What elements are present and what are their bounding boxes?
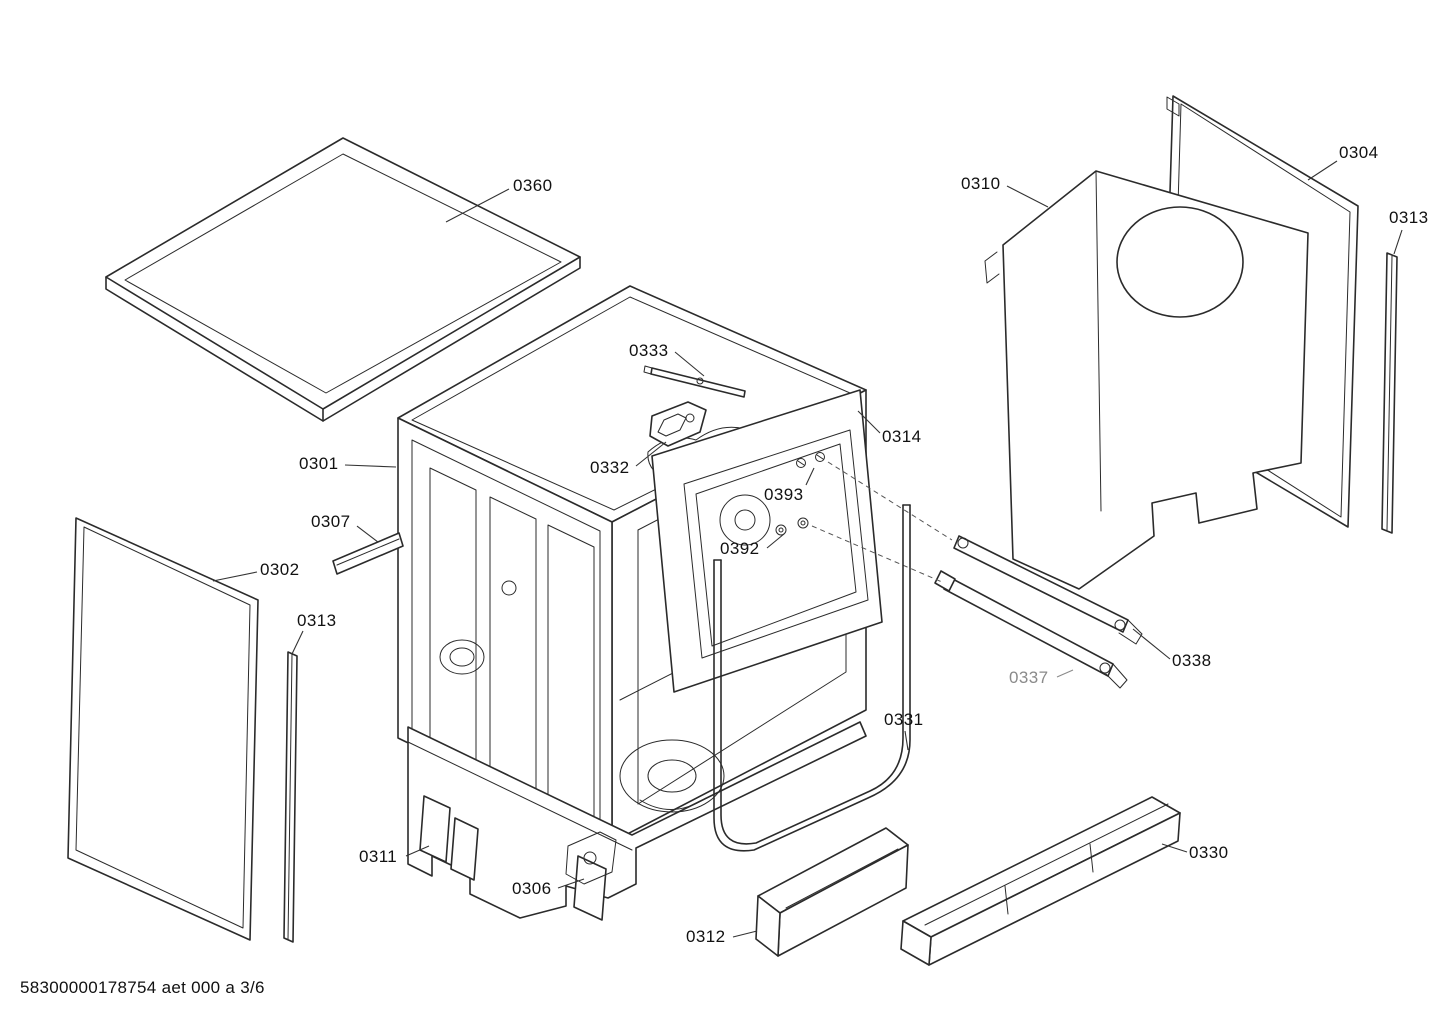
leader-0392 bbox=[766, 533, 785, 549]
part-screws-0393 bbox=[796, 452, 825, 468]
leader-0311 bbox=[405, 845, 430, 857]
leader-0307 bbox=[356, 525, 379, 543]
door-dial-circle bbox=[439, 639, 485, 675]
leader-0314 bbox=[857, 410, 881, 434]
part-label-0393: 0393 bbox=[764, 485, 804, 504]
part-label-0304: 0304 bbox=[1339, 143, 1379, 162]
leader-0330 bbox=[1161, 843, 1188, 853]
sump-circle bbox=[619, 739, 725, 813]
part-insulation-strip-0330 bbox=[900, 796, 1181, 966]
part-insulation-pad-0312 bbox=[755, 827, 909, 957]
door-screw-circle bbox=[501, 580, 517, 596]
leader-0331 bbox=[904, 730, 909, 751]
leader-0332 bbox=[635, 441, 667, 467]
leader-0310 bbox=[1006, 185, 1049, 208]
part-label-0337: 0337 bbox=[1009, 668, 1049, 687]
part-top-cover-0360 bbox=[105, 137, 581, 422]
part-label-0302: 0302 bbox=[260, 560, 300, 579]
part-label-0306: 0306 bbox=[512, 879, 552, 898]
part-label-0312: 0312 bbox=[686, 927, 726, 946]
leader-0304 bbox=[1307, 160, 1338, 181]
part-inner-door-0314 bbox=[651, 389, 883, 693]
part-side-panel-0302 bbox=[67, 517, 259, 941]
part-label-0301: 0301 bbox=[299, 454, 339, 473]
part-seal-strip-left-0313 bbox=[283, 651, 298, 943]
part-rod-0333 bbox=[643, 365, 746, 398]
leader-0338 bbox=[1132, 628, 1171, 660]
softener-lid-circle bbox=[719, 494, 771, 546]
part-label-0333: 0333 bbox=[629, 341, 669, 360]
part-label-0331: 0331 bbox=[884, 710, 924, 729]
leader-0337 bbox=[1056, 669, 1074, 678]
part-seal-strip-right-0313 bbox=[1381, 252, 1398, 534]
leader-0393 bbox=[805, 467, 815, 486]
part-label-0310: 0310 bbox=[961, 174, 1001, 193]
part-rail-strip-0307 bbox=[332, 532, 404, 575]
leader-0306 bbox=[557, 878, 585, 889]
part-base-0311-0306 bbox=[407, 721, 867, 921]
part-screws-0392 bbox=[775, 517, 809, 536]
part-label-0392: 0392 bbox=[720, 539, 760, 558]
leader-0302 bbox=[212, 571, 258, 582]
leader-0360 bbox=[445, 188, 510, 223]
part-label-0313-left: 0313 bbox=[297, 611, 337, 630]
part-rail-0338 bbox=[953, 535, 1143, 645]
leader-lines bbox=[212, 160, 1403, 938]
part-water-loop-0331 bbox=[713, 504, 911, 852]
assembly-dashed-lines bbox=[811, 461, 953, 583]
leader-0312 bbox=[732, 930, 758, 938]
footer-document-code: 58300000178754 aet 000 a 3/6 bbox=[20, 978, 265, 997]
part-label-0360: 0360 bbox=[513, 176, 553, 195]
part-label-0330: 0330 bbox=[1189, 843, 1229, 862]
part-label-0332: 0332 bbox=[590, 458, 630, 477]
pump-cutout-circle bbox=[1116, 206, 1244, 318]
leader-0301 bbox=[344, 464, 397, 468]
part-label-0311: 0311 bbox=[359, 847, 398, 866]
part-label-0314: 0314 bbox=[882, 427, 922, 446]
part-label-0338: 0338 bbox=[1172, 651, 1212, 670]
leader-0313-right bbox=[1393, 229, 1403, 255]
leader-0333 bbox=[674, 351, 705, 377]
part-label-0313-right: 0313 bbox=[1389, 208, 1429, 227]
part-bracket-0332 bbox=[649, 401, 707, 447]
part-insulation-wrap-0310 bbox=[984, 170, 1309, 590]
part-label-0307: 0307 bbox=[311, 512, 351, 531]
leader-0313-left bbox=[291, 630, 304, 655]
part-rail-0337 bbox=[934, 570, 1128, 689]
